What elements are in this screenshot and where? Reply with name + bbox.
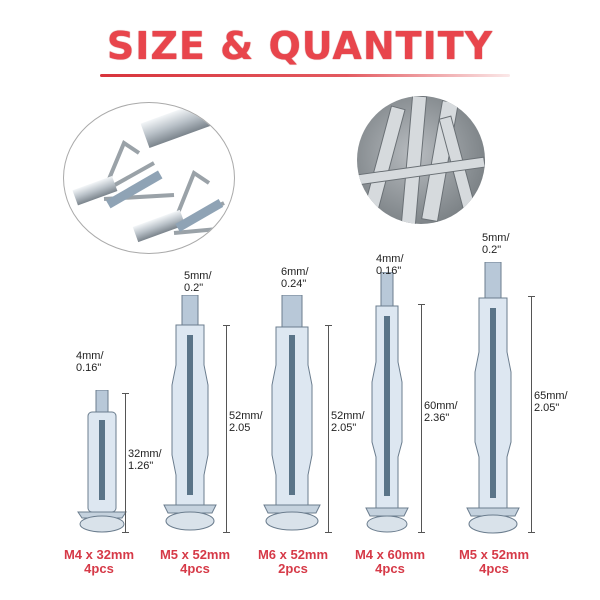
anchor-quantity: 2pcs — [278, 561, 308, 576]
anchor-1-length-line — [122, 393, 129, 533]
anchor-4-length-line — [418, 304, 425, 533]
length-in: 2.05 — [229, 422, 251, 434]
anchor-3-length-line — [325, 325, 332, 533]
thread-width-in: 0.24" — [281, 278, 307, 290]
anchor-m4x60 — [362, 271, 412, 541]
anchor-1-thread-width: 4mm/ 0.16" — [76, 350, 104, 374]
anchor-size: M4 x 32mm — [63, 547, 135, 562]
length-mm: 52mm/ — [331, 410, 365, 422]
anchor-4-caption: M4 x 60mm 4pcs — [335, 548, 445, 576]
anchor-1-caption: M4 x 32mm 4pcs — [44, 548, 154, 576]
anchor-3-thread-width: 6mm/ 0.24" — [281, 266, 309, 290]
thread-width-in: 0.16" — [76, 362, 102, 374]
anchor-3-caption: M6 x 52mm 2pcs — [238, 548, 348, 576]
length-in: 2.05" — [534, 402, 560, 414]
anchor-1-length: 32mm/ 1.26" — [128, 448, 162, 472]
anchor-size: M5 x 52mm — [458, 547, 530, 562]
thread-width-in: 0.2" — [482, 244, 502, 256]
anchor-quantity: 4pcs — [375, 561, 405, 576]
anchor-size: M4 x 60mm — [354, 547, 426, 562]
thread-width-mm: 4mm/ — [76, 350, 104, 362]
anchor-size: M5 x 52mm — [159, 547, 231, 562]
thread-width-in: 0.2" — [184, 282, 204, 294]
thread-width-in: 0.16" — [376, 265, 402, 277]
anchor-m4x32 — [72, 389, 132, 545]
length-in: 1.26" — [128, 460, 154, 472]
anchor-4-length: 60mm/ 2.36" — [424, 400, 458, 424]
thread-width-mm: 6mm/ — [281, 266, 309, 278]
length-in: 2.05" — [331, 422, 357, 434]
anchor-5-caption: M5 x 52mm 4pcs — [439, 548, 549, 576]
anchor-3-length: 52mm/ 2.05" — [331, 410, 365, 434]
anchor-quantity: 4pcs — [180, 561, 210, 576]
anchor-2-length: 52mm/ 2.05 — [229, 410, 263, 434]
anchor-2-length-line — [223, 325, 230, 533]
anchor-pile-closeup-image — [357, 96, 485, 224]
anchor-2-thread-width: 5mm/ 0.2" — [184, 270, 212, 294]
anchor-quantity: 4pcs — [84, 561, 114, 576]
anchor-5-length-line — [528, 296, 535, 533]
thread-width-mm: 5mm/ — [482, 232, 510, 244]
anchor-4-thread-width: 4mm/ 0.16" — [376, 253, 404, 277]
length-mm: 52mm/ — [229, 410, 263, 422]
anchor-5-thread-width: 5mm/ 0.2" — [482, 232, 510, 256]
length-mm: 60mm/ — [424, 400, 458, 412]
anchor-2-caption: M5 x 52mm 4pcs — [140, 548, 250, 576]
anchor-5-length: 65mm/ 2.05" — [534, 390, 568, 414]
anchor-m5x52 — [160, 294, 220, 540]
anchor-m5x52-long — [463, 261, 523, 541]
anchor-size: M6 x 52mm — [257, 547, 329, 562]
page-title: SIZE & QUANTITY — [106, 24, 494, 68]
length-mm: 65mm/ — [534, 390, 568, 402]
thread-width-mm: 5mm/ — [184, 270, 212, 282]
thread-width-mm: 4mm/ — [376, 253, 404, 265]
expanded-anchor-closeup-image — [63, 102, 235, 254]
title-underline — [100, 74, 510, 77]
length-mm: 32mm/ — [128, 448, 162, 460]
anchor-quantity: 4pcs — [479, 561, 509, 576]
anchor-m6x52 — [260, 294, 324, 540]
length-in: 2.36" — [424, 412, 450, 424]
